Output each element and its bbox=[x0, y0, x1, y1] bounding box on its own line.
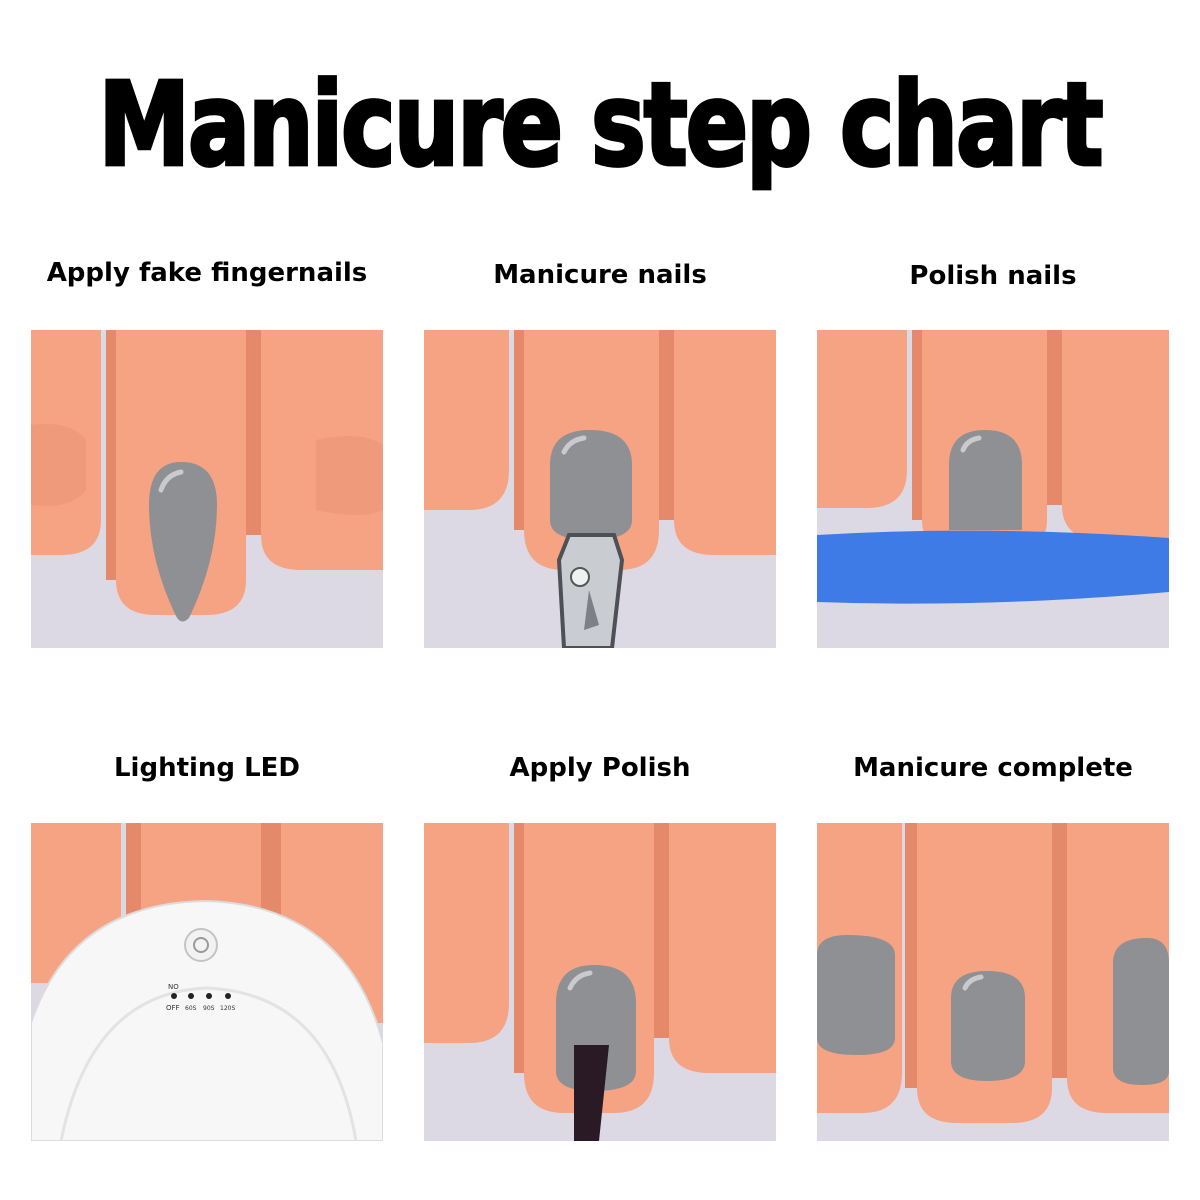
polish-brush-icon bbox=[424, 823, 776, 1141]
step-image-apply-fake-nails bbox=[31, 330, 383, 648]
step-label-polish-nails: Polish nails bbox=[909, 261, 1077, 291]
step-image-apply-polish bbox=[424, 823, 776, 1141]
lamp-timer-120s: 120S bbox=[220, 1005, 235, 1012]
page-title: Manicure step chart bbox=[97, 56, 1105, 194]
step-label-apply-polish: Apply Polish bbox=[509, 753, 691, 783]
step-image-manicure-complete bbox=[817, 823, 1169, 1141]
lamp-timer-60s: 60S bbox=[185, 1005, 197, 1012]
nail-clipper-icon bbox=[424, 330, 776, 648]
step-image-manicure-nails bbox=[424, 330, 776, 648]
step-label-manicure-nails: Manicure nails bbox=[493, 260, 707, 290]
lamp-timer-90s: 90S bbox=[203, 1005, 215, 1012]
lamp-no-label: NO bbox=[168, 983, 179, 991]
step-image-polish-nails bbox=[817, 330, 1169, 648]
step-label-manicure-complete: Manicure complete bbox=[853, 753, 1133, 783]
step-image-lighting-led: NO OFF 60S 90S 120S bbox=[31, 823, 383, 1141]
step-label-lighting-led: Lighting LED bbox=[113, 753, 301, 783]
nail-file-icon bbox=[817, 330, 1169, 648]
led-lamp-icon: NO OFF 60S 90S 120S bbox=[31, 823, 383, 1141]
finished-nails-icon bbox=[817, 823, 1169, 1141]
fake-nail-tip-icon bbox=[31, 330, 383, 648]
lamp-timer-off: OFF bbox=[166, 1004, 180, 1012]
step-label-apply-fake-nails: Apply fake fingernails bbox=[46, 258, 368, 288]
